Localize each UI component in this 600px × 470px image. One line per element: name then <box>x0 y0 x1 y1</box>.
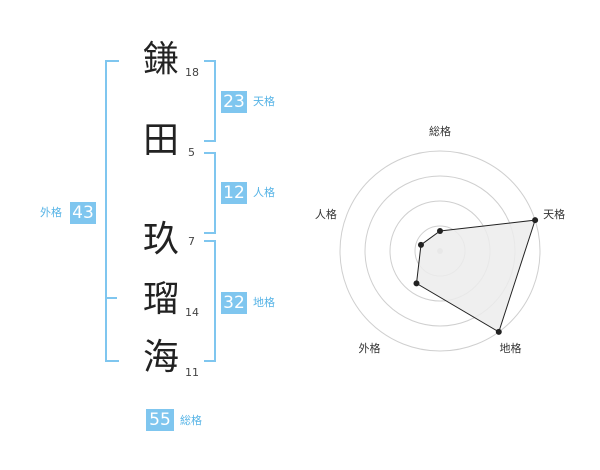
radar-axis-label-1: 総格 <box>429 124 451 138</box>
radar-axis-label-5: 人格 <box>315 207 337 221</box>
name-char-2: 田 <box>142 120 179 161</box>
chikaku-bracket <box>204 240 216 362</box>
gaikaku-inner-tick <box>107 297 117 299</box>
jinkaku-badge: 12 <box>221 182 247 204</box>
radar-point-3 <box>495 328 502 335</box>
chikaku-label: 地格 <box>253 296 275 309</box>
stroke-count-5: 11 <box>185 366 199 379</box>
radar-area <box>415 219 536 333</box>
soukaku-badge: 55 <box>146 409 174 431</box>
radar-ring-4 <box>339 150 541 352</box>
gaikaku-badge: 43 <box>70 202 96 224</box>
tenkaku-label: 天格 <box>253 95 275 108</box>
name-char-4: 瑠 <box>142 279 179 320</box>
radar-point-2 <box>532 217 539 224</box>
stroke-count-3: 7 <box>188 235 195 248</box>
stroke-count-2: 5 <box>188 146 195 159</box>
radar-axis-label-3: 地格 <box>500 341 522 355</box>
tenkaku-badge: 23 <box>221 91 247 113</box>
jinkaku-bracket <box>204 152 216 234</box>
name-char-1: 鎌 <box>142 39 179 80</box>
name-char-3: 玖 <box>142 219 179 260</box>
jinkaku-label: 人格 <box>253 186 275 199</box>
radar-point-5 <box>417 241 424 248</box>
stroke-count-1: 18 <box>185 66 199 79</box>
soukaku-label: 総格 <box>180 414 202 427</box>
radar-point-1 <box>437 228 443 234</box>
radar-points <box>413 217 539 335</box>
stroke-count-4: 14 <box>185 306 199 319</box>
radar-axis-label-4: 外格 <box>358 341 380 355</box>
radar-axis-label-2: 天格 <box>543 207 565 221</box>
tenkaku-bracket <box>204 60 216 142</box>
gaikaku-bracket <box>105 60 119 362</box>
name-char-5: 海 <box>142 337 179 378</box>
gaikaku-label: 外格 <box>40 206 62 219</box>
radar-point-4 <box>413 280 420 287</box>
chikaku-badge: 32 <box>221 292 247 314</box>
